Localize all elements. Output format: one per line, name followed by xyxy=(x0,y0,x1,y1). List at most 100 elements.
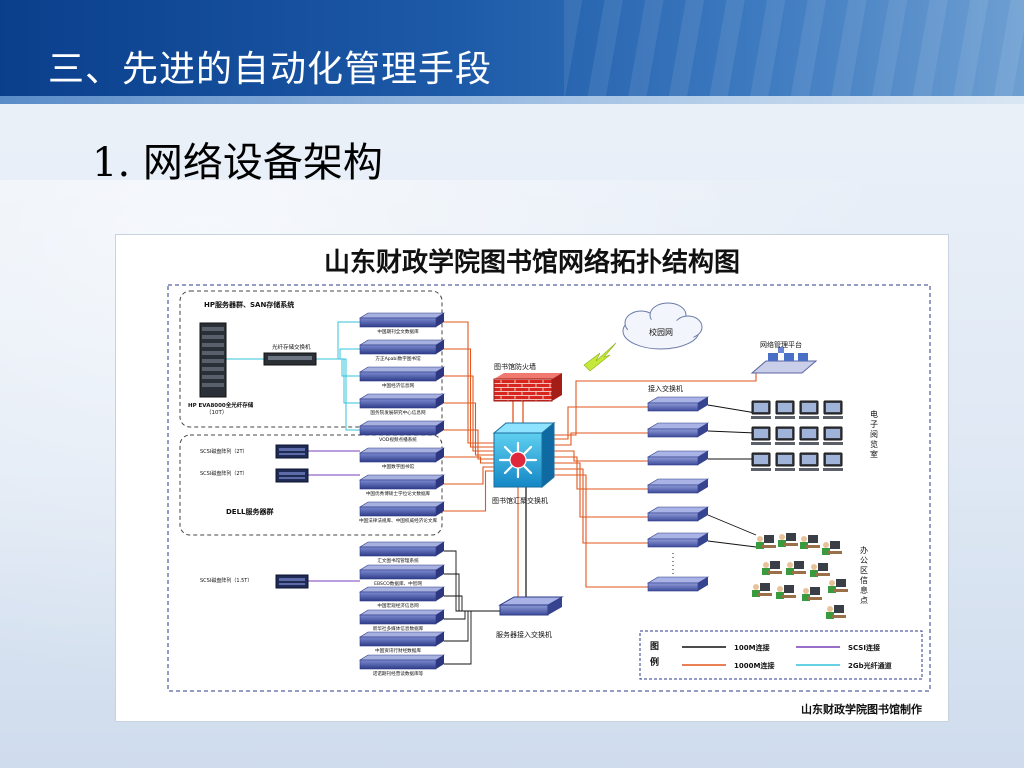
access-switch xyxy=(646,478,710,494)
desktop-computer-icon xyxy=(751,452,771,471)
fast-link xyxy=(707,430,757,434)
eva-capacity: （10T） xyxy=(206,409,227,416)
gigabit-link xyxy=(554,432,648,446)
server-access-switch-label: 服务器接入交换机 xyxy=(496,630,552,639)
server-label: 方正Apabi数字图书馆 xyxy=(375,355,421,362)
topology-panel: 山东财政学院图书馆网络拓扑结构图 HP服务器群、SAN存储系统 DELL服务器群… xyxy=(115,234,949,722)
server-access-switch xyxy=(498,596,564,616)
management-platform xyxy=(750,347,818,374)
office-label-char: 点 xyxy=(860,596,868,605)
legend-item: 1000M连接 xyxy=(682,661,774,670)
gigabit-link xyxy=(554,371,757,436)
scsi-array-label: SCSI磁盘阵列（2T） xyxy=(200,470,248,477)
fast-link xyxy=(444,610,500,642)
firewall-label: 图书馆防火墙 xyxy=(494,362,536,371)
legend-item: 2Gb光纤通道 xyxy=(796,661,892,670)
fast-link xyxy=(707,514,757,536)
legend-label: 2Gb光纤通道 xyxy=(848,661,892,670)
campus-net-label: 校园网 xyxy=(649,327,673,337)
gigabit-link xyxy=(444,470,494,512)
diagram-footer: 山东财政学院图书馆制作 xyxy=(801,702,922,716)
gigabit-link xyxy=(444,456,494,464)
server-unit: 方正Apabi数字图书馆 xyxy=(358,339,446,362)
office-label-char: 信 xyxy=(860,575,868,585)
desktop-computer-icon xyxy=(775,452,795,471)
core-switch xyxy=(492,421,556,489)
gigabit-link xyxy=(554,462,648,518)
reading-room-char: 览 xyxy=(870,439,878,449)
access-switch xyxy=(646,450,710,466)
legend-item: SCSI连接 xyxy=(796,643,880,652)
server-label: 中国期刊全文数据库 xyxy=(377,328,419,335)
desktop-computer-icon xyxy=(823,400,843,419)
office-label-char: 区 xyxy=(860,566,868,575)
server-label: 新华社多媒体信息数据库 xyxy=(373,625,424,632)
fast-link xyxy=(444,573,500,612)
office-worker-icon xyxy=(756,535,776,549)
office-label-char: 公 xyxy=(860,556,868,565)
fast-link xyxy=(707,540,757,548)
storage-group-label: HP服务器群、SAN存储系统 xyxy=(204,300,294,309)
server-unit: 诺诺期刊经营读数据库等 xyxy=(358,654,446,677)
desktop-computer-icon xyxy=(799,426,819,445)
fiber-switch-label: 光纤存储交换机 xyxy=(272,343,311,351)
gigabit-link xyxy=(444,402,494,456)
server-label: 中国优秀博硕士学位论文数据库 xyxy=(366,490,431,497)
office-label-char: 办 xyxy=(860,545,868,555)
server-unit: 国务院发展研究中心信息网 xyxy=(358,393,446,416)
office-info-points xyxy=(752,533,848,619)
server-stack: 中国期刊全文数据库方正Apabi数字图书馆中国经济信息网国务院发展研究中心信息网… xyxy=(358,312,446,677)
server-unit: 汇文图书馆管理系统 xyxy=(358,541,446,564)
server-unit: EBSCO数据库、中智网 xyxy=(358,564,446,587)
scsi-disk-array: SCSI磁盘阵列（2T） xyxy=(200,468,309,483)
topology-diagram: 山东财政学院图书馆网络拓扑结构图 HP服务器群、SAN存储系统 DELL服务器群… xyxy=(167,247,931,716)
hp-eva8000-storage xyxy=(199,322,227,398)
scsi-disk-array: SCSI磁盘阵列（1.5T） xyxy=(200,574,309,589)
access-switches xyxy=(646,396,710,592)
office-worker-icon xyxy=(826,605,846,619)
server-label: VOD视频点播系统 xyxy=(379,436,417,443)
access-switch xyxy=(646,422,710,438)
fast-link xyxy=(444,595,500,612)
fast-link xyxy=(444,610,500,665)
reading-room-char: 子 xyxy=(870,420,878,429)
desktop-computer-icon xyxy=(751,400,771,419)
desktop-computer-icon xyxy=(823,452,843,471)
server-label: 中国数字图书馆 xyxy=(382,463,415,470)
campus-network-cloud xyxy=(622,302,703,350)
server-unit: 中国经济信息网 xyxy=(358,366,446,389)
diagram-title: 山东财政学院图书馆网络拓扑结构图 xyxy=(324,247,740,278)
storage-group-frame xyxy=(179,290,443,428)
reading-room-char: 电 xyxy=(870,409,878,419)
legend-label: 1000M连接 xyxy=(734,661,774,670)
gigabit-link xyxy=(444,321,494,444)
desktop-computer-icon xyxy=(775,426,795,445)
server-unit: 新华社多媒体信息数据库 xyxy=(358,609,446,632)
gigabit-link xyxy=(444,429,494,460)
server-unit: 中国优秀博硕士学位论文数据库 xyxy=(358,474,446,497)
office-worker-icon xyxy=(786,561,806,575)
office-worker-icon xyxy=(800,535,820,549)
access-switch xyxy=(646,532,710,548)
gigabit-link xyxy=(554,406,648,440)
server-unit: VOD视频点播系统 xyxy=(358,420,446,443)
office-worker-icon xyxy=(810,563,830,577)
access-switch xyxy=(646,576,710,592)
server-unit: 中国宏观经济信息网 xyxy=(358,586,446,609)
office-worker-icon xyxy=(776,585,796,599)
reading-room-computers xyxy=(751,400,843,471)
server-label: 中国宏观经济信息网 xyxy=(377,602,419,609)
slide-title: 三、先进的自动化管理手段 xyxy=(48,49,493,90)
reading-room-char: 室 xyxy=(870,449,878,459)
office-worker-icon xyxy=(752,583,772,597)
fast-link xyxy=(707,404,757,414)
reading-room-char: 阅 xyxy=(870,430,878,439)
scsi-arrays: SCSI磁盘阵列（2T）SCSI磁盘阵列（2T）SCSI磁盘阵列（1.5T） xyxy=(200,444,309,589)
legend-item: 100M连接 xyxy=(682,643,770,652)
slide-subtitle: 1. 网络设备架构 xyxy=(92,140,383,186)
slide-header xyxy=(0,0,1024,98)
mgmt-platform-label: 网络管理平台 xyxy=(760,340,802,349)
